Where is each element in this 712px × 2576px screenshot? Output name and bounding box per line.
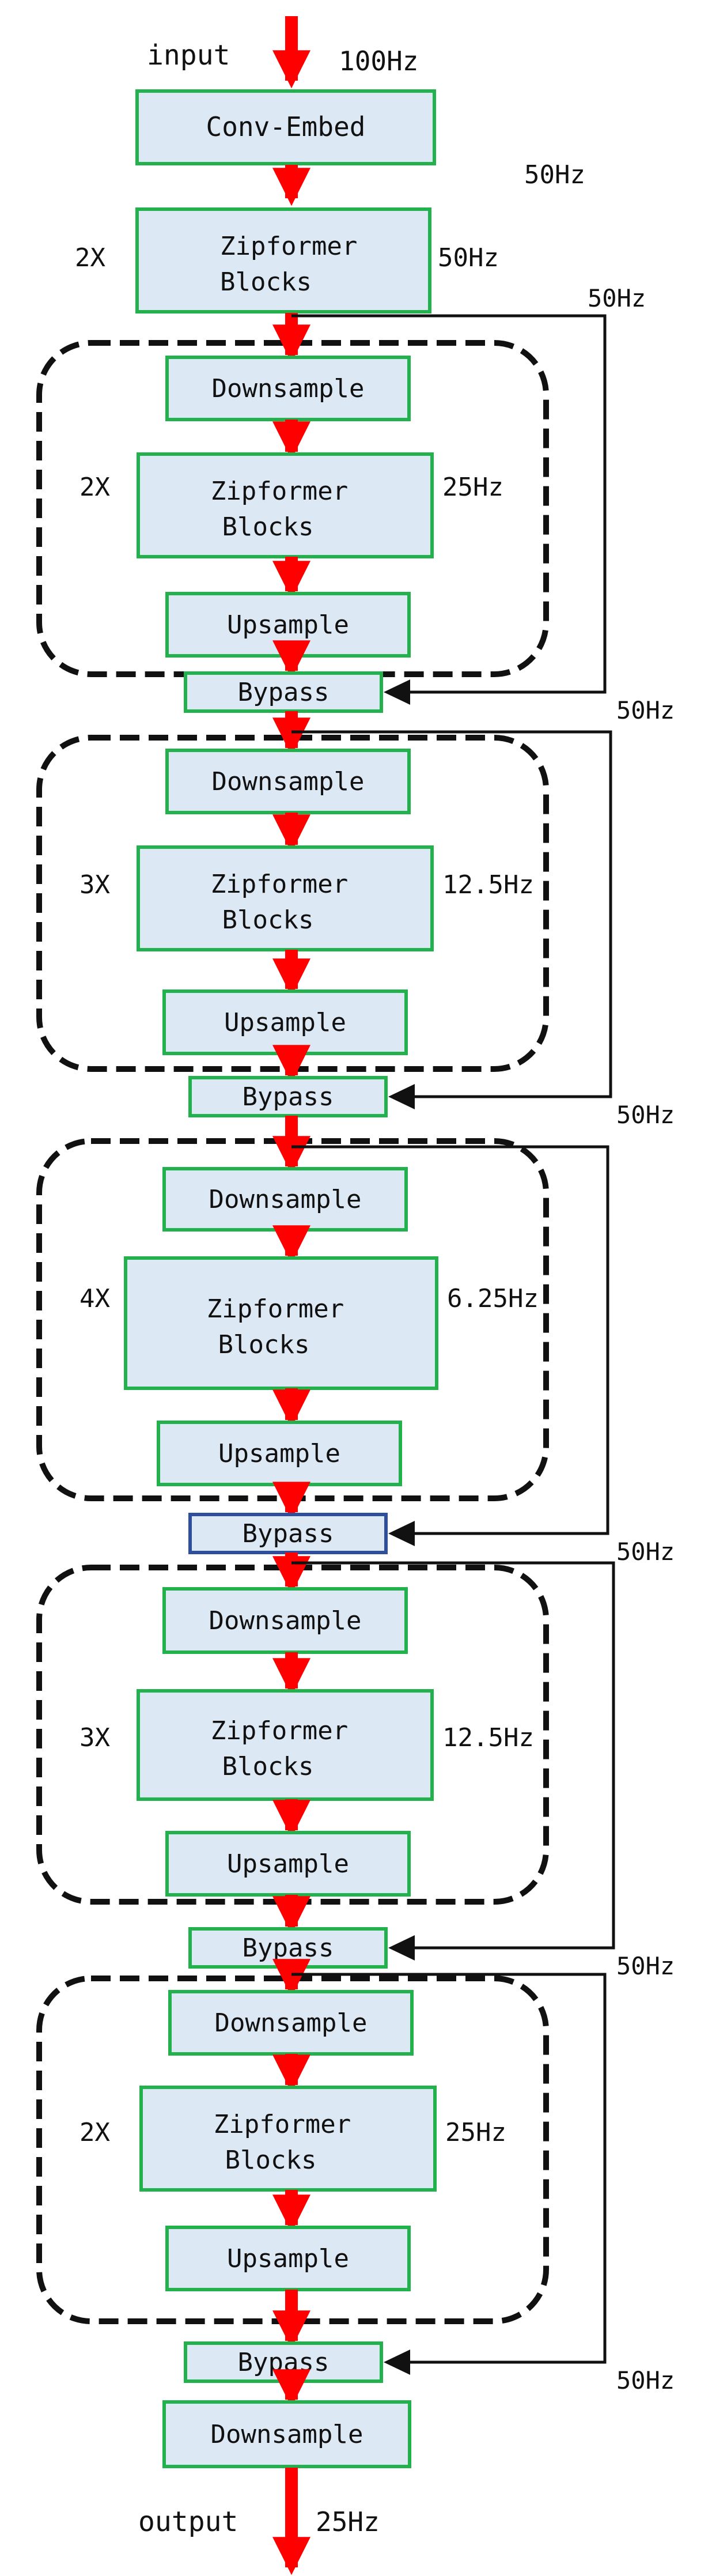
bypass-label: Bypass — [243, 1933, 334, 1963]
skip-connection-line — [291, 730, 612, 1098]
first-zipformer-block: 2X Zipformer Blocks 50Hz — [75, 207, 499, 313]
downsample-label: Downsample — [212, 374, 365, 403]
skip-connection-arrowhead — [388, 1935, 415, 1961]
output-rate-label: 25Hz — [316, 2506, 380, 2537]
conv-embed-box — [135, 89, 436, 165]
bypass-out-rate-label: 50Hz — [616, 1538, 675, 1566]
upsample-box — [165, 2226, 411, 2291]
upsample-label: Upsample — [224, 1008, 346, 1037]
zipformer-blocks-label-line2: Blocks — [218, 1330, 310, 1359]
bypass-label: Bypass — [238, 2348, 330, 2377]
skip-connection-line — [291, 1145, 609, 1535]
bypass-out-rate-label: 50Hz — [616, 2366, 675, 2394]
zipformer-blocks-label-line1: Zipformer — [211, 870, 348, 899]
bypass-box — [184, 671, 383, 713]
first-block-label-line2: Blocks — [220, 267, 312, 297]
downsample-box — [162, 1587, 408, 1654]
first-block-rate: 50Hz — [438, 243, 499, 273]
zipformer-blocks-label-line2: Blocks — [225, 2146, 317, 2175]
zipformer-blocks-label-line1: Zipformer — [214, 2110, 351, 2139]
upsample-label: Upsample — [227, 2244, 349, 2273]
bypass-out-rate-label: 50Hz — [616, 1101, 675, 1129]
skip-connection-arrowhead — [388, 1084, 415, 1109]
downsample-label: Downsample — [209, 1606, 362, 1636]
conv-embed-rate: 50Hz — [524, 160, 585, 190]
skip-connection-line — [291, 314, 607, 694]
skip-connection-line — [291, 1561, 615, 1950]
first-block-label-line1: Zipformer — [220, 232, 357, 261]
downsample-box — [165, 356, 411, 421]
input-section: input 100Hz — [147, 16, 418, 89]
conv-embed-block: Conv-Embed 50Hz — [135, 89, 585, 190]
bypass-label: Bypass — [243, 1519, 334, 1548]
skip-connection-arrowhead — [384, 2350, 410, 2375]
downsample-box — [168, 1990, 414, 2056]
upsample-label: Upsample — [218, 1439, 340, 1468]
first-zipformer-box — [135, 207, 431, 313]
stage-block-rate: 6.25Hz — [447, 1284, 539, 1313]
zipformer-blocks-box — [124, 1256, 438, 1390]
downsample-label: Downsample — [212, 767, 365, 796]
stage-repeat-count: 3X — [79, 1723, 110, 1752]
final-section: Downsample output 25Hz — [138, 2400, 411, 2575]
upsample-box — [162, 989, 408, 1055]
bypass-label: Bypass — [243, 1082, 334, 1112]
stage-block-rate: 25Hz — [442, 473, 503, 502]
downsample-label: Downsample — [215, 2008, 368, 2038]
stage-block-rate: 12.5Hz — [442, 1723, 534, 1752]
output-label: output — [138, 2506, 238, 2538]
zipformer-blocks-label-line1: Zipformer — [207, 1294, 344, 1324]
zipformer-blocks-box — [137, 845, 434, 951]
stage-block-rate: 25Hz — [445, 2118, 506, 2147]
bypass-out-rate-label: 50Hz — [616, 1952, 675, 1980]
downsample-label: Downsample — [209, 1185, 362, 1214]
upsample-label: Upsample — [227, 1849, 349, 1879]
stage-repeat-count: 3X — [79, 870, 110, 900]
skip-connection-arrowhead — [384, 679, 410, 705]
first-block-repeat: 2X — [75, 243, 105, 273]
skip-connection-line — [291, 1973, 607, 2364]
stage-repeat-count: 2X — [79, 473, 110, 502]
zipformer-blocks-label-line2: Blocks — [222, 1752, 314, 1781]
zipformer-blocks-label-line2: Blocks — [222, 512, 314, 542]
downsample-box — [165, 749, 411, 814]
input-label: input — [147, 39, 230, 71]
input-rate-label: 100Hz — [339, 46, 418, 77]
stage-block-rate: 12.5Hz — [442, 870, 534, 900]
bypass-label: Bypass — [238, 678, 330, 707]
stage-repeat-count: 2X — [79, 2118, 110, 2147]
final-downsample-box — [162, 2400, 411, 2468]
bypass-out-rate-label: 50Hz — [616, 696, 675, 724]
skip-rate-label: 50Hz — [588, 284, 646, 312]
skip-connection-arrowhead — [388, 1521, 415, 1546]
zipformer-blocks-box — [137, 452, 434, 558]
upsample-label: Upsample — [227, 610, 349, 640]
final-downsample-label: Downsample — [211, 2420, 363, 2449]
zipformer-blocks-box — [137, 1689, 434, 1801]
stage-repeat-count: 4X — [79, 1284, 110, 1313]
conv-embed-label: Conv-Embed — [206, 111, 366, 142]
zipformer-blocks-label-line1: Zipformer — [211, 1716, 348, 1746]
zipformer-blocks-label-line1: Zipformer — [211, 477, 348, 506]
zipformer-blocks-label-line2: Blocks — [222, 905, 314, 935]
bypass-box — [188, 1513, 388, 1554]
